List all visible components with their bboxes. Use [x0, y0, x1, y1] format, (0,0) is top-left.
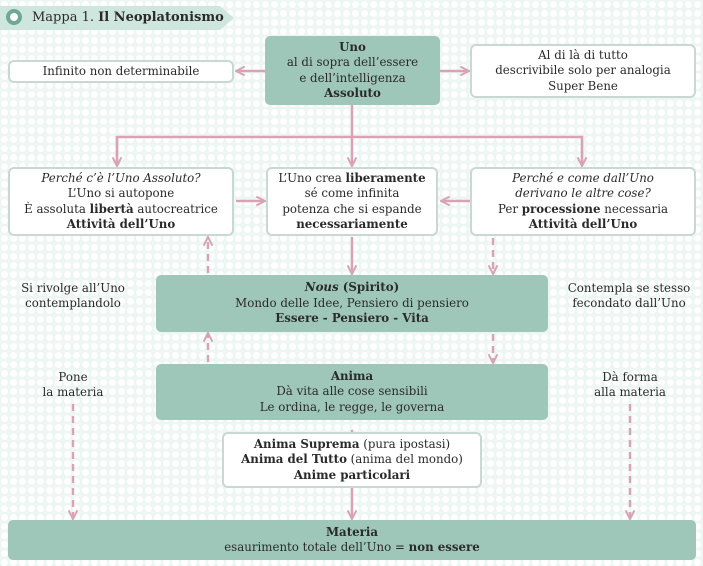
node-anima: Anima Dà vita alle cose sensibili Le ord…: [156, 364, 548, 420]
node-anima-suprema: Anima Suprema (pura ipostasi) Anima del …: [222, 432, 482, 488]
node-uno: Uno al di sopra dell’essere e dell’intel…: [265, 36, 440, 105]
label-si-rivolge: Si rivolge all’Uno contemplandolo: [21, 280, 125, 311]
node-infinito: Infinito non determinabile: [8, 60, 234, 83]
node-perche-assoluto: Perché c’è l’Uno Assoluto? L’Uno si auto…: [8, 167, 234, 236]
arrow-branch: [115, 135, 584, 162]
node-perche-derivano: Perché e come dall’Uno derivano le altre…: [470, 167, 696, 236]
page-title: Mappa 1. Il Neoplatonismo: [32, 10, 224, 25]
node-nous: Nous (Spirito) Mondo delle Idee, Pensier…: [156, 275, 548, 332]
label-contempla: Contempla se stesso fecondato dall’Uno: [567, 280, 691, 311]
node-uno-crea: L’Uno crea liberamente sé come infinita …: [266, 167, 438, 236]
node-materia: Materia esaurimento totale dell’Uno = no…: [8, 520, 696, 560]
map-title-tab: [0, 6, 234, 30]
bullet-icon: [6, 9, 22, 25]
label-pone-materia: Pone la materia: [42, 369, 104, 400]
node-aldila: Al di là di tutto descrivibile solo per …: [470, 44, 696, 98]
label-da-forma: Dà forma alla materia: [594, 369, 666, 400]
